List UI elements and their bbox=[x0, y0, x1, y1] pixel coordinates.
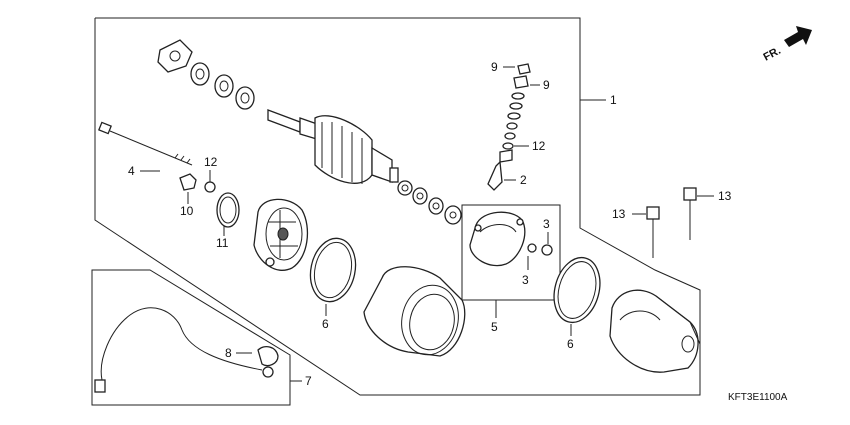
front-direction-marker: FR. bbox=[762, 26, 812, 64]
brush-spring-b bbox=[541, 244, 553, 256]
assembly-boundary-outline bbox=[94, 17, 701, 396]
small-nut bbox=[204, 181, 216, 193]
callout-13-left: 13 bbox=[612, 207, 626, 221]
callout-4: 4 bbox=[128, 164, 135, 178]
end-cover-plate bbox=[157, 39, 193, 73]
callout-6-right: 6 bbox=[567, 337, 574, 351]
washer-6 bbox=[428, 197, 444, 215]
callout-8: 8 bbox=[225, 346, 232, 360]
cable-box-outline bbox=[91, 269, 291, 406]
armature bbox=[267, 109, 399, 184]
callout-1: 1 bbox=[610, 93, 617, 107]
mounting-bolt-long bbox=[683, 187, 697, 240]
arrow-icon bbox=[784, 26, 812, 47]
callout-9-upper: 9 bbox=[491, 60, 498, 74]
brush-holder bbox=[469, 211, 526, 267]
callout-9-lower: 9 bbox=[543, 78, 550, 92]
washer-5 bbox=[412, 187, 428, 205]
callout-12-right: 12 bbox=[532, 139, 546, 153]
callout-6-left: 6 bbox=[322, 317, 329, 331]
callout-12-left: 12 bbox=[204, 155, 218, 169]
motor-case bbox=[363, 266, 466, 357]
o-ring-nut bbox=[179, 173, 197, 191]
callout-11: 11 bbox=[216, 236, 229, 250]
seal-ring-right bbox=[553, 256, 601, 324]
callout-5: 5 bbox=[491, 320, 498, 334]
washer-1 bbox=[190, 62, 210, 86]
washer-2 bbox=[214, 74, 234, 98]
washer-7 bbox=[444, 205, 462, 225]
brush-spring-a bbox=[527, 243, 537, 253]
long-bolt bbox=[98, 121, 193, 166]
callout-10: 10 bbox=[180, 204, 194, 218]
starter-cable bbox=[94, 307, 274, 393]
callout-13-right: 13 bbox=[718, 189, 732, 203]
callout-2: 2 bbox=[520, 173, 527, 187]
front-cover bbox=[253, 198, 309, 271]
front-direction-label: FR. bbox=[762, 45, 783, 64]
mounting-bolt-short bbox=[646, 206, 660, 258]
washer-4 bbox=[397, 180, 413, 196]
washer-3 bbox=[235, 86, 255, 110]
rear-cover bbox=[609, 289, 701, 373]
callout-3-upper: 3 bbox=[543, 217, 550, 231]
terminal-stack bbox=[487, 63, 531, 191]
callout-7: 7 bbox=[305, 374, 312, 388]
callout-3-lower: 3 bbox=[522, 273, 529, 287]
cable-boot bbox=[257, 345, 279, 367]
seal-ring-left bbox=[309, 237, 357, 303]
diagram-code: KFT3E1100A bbox=[728, 392, 788, 403]
